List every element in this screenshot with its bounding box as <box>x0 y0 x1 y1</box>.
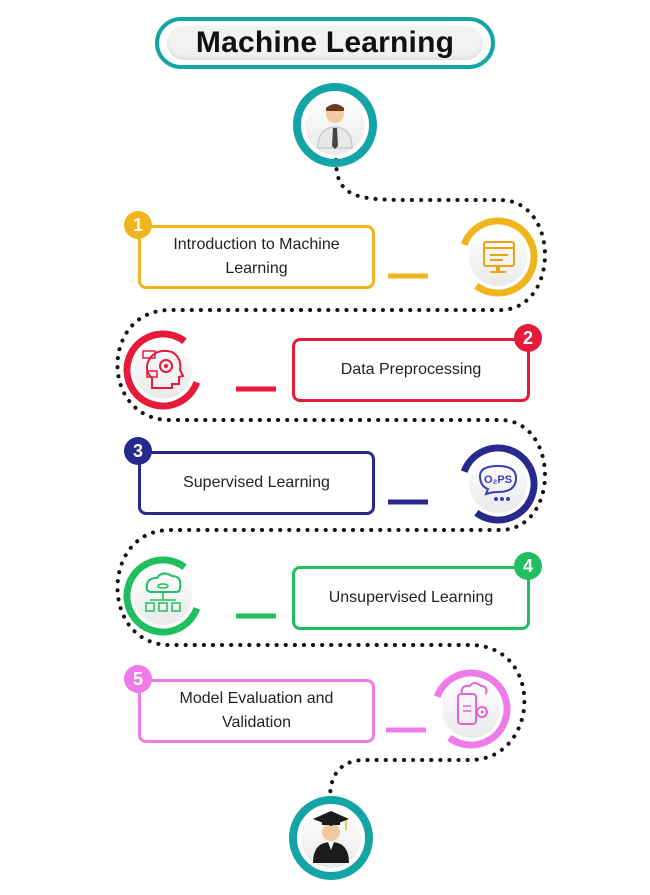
step-badge-2: 2 <box>514 324 542 352</box>
student-avatar-icon <box>293 83 377 167</box>
step-badge-1: 1 <box>124 211 152 239</box>
step-box-2: Data Preprocessing <box>292 338 530 402</box>
graduate-avatar-icon <box>289 796 373 880</box>
step-box-4: Unsupervised Learning <box>292 566 530 630</box>
mobile-cloud-gear-icon <box>431 669 511 749</box>
title-inner: Machine Learning <box>167 26 483 60</box>
step-label-5: Model Evaluation and Validation <box>179 690 334 731</box>
page-title: Machine Learning <box>195 26 455 59</box>
step-badge-4: 4 <box>514 552 542 580</box>
brain-gear-icon <box>123 330 203 410</box>
step-label-2: Data Preprocessing <box>340 361 482 378</box>
title-pill: Machine Learning <box>155 17 495 69</box>
step-label-3: Supervised Learning <box>183 474 330 491</box>
step-label-1: Introduction to Machine Learning <box>173 236 340 277</box>
step-badge-5: 5 <box>124 665 152 693</box>
step-badge-3: 3 <box>124 437 152 465</box>
step-box-3: Supervised Learning <box>138 451 375 515</box>
step-label-4: Unsupervised Learning <box>328 589 494 606</box>
step-box-5: Model Evaluation and Validation <box>138 679 375 743</box>
cloud-database-icon <box>123 556 203 636</box>
code-window-icon <box>458 217 538 297</box>
step-box-1: Introduction to Machine Learning <box>138 225 375 289</box>
dotted-path <box>115 158 547 802</box>
svg-text:O₂PS: O₂PS <box>484 474 512 486</box>
